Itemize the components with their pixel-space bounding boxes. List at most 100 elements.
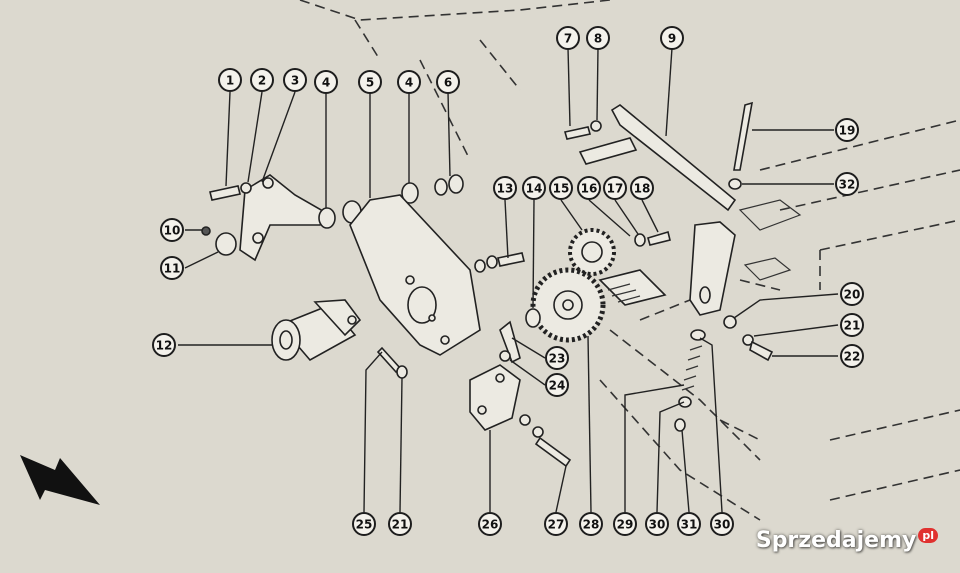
callout-c25: 25 [352, 512, 376, 536]
callout-circle [645, 512, 669, 536]
leader-lines [178, 47, 839, 513]
machine-frame-outline [299, 0, 960, 521]
callout-circle [840, 344, 864, 368]
callout-c28: 28 [579, 512, 603, 536]
callout-label: 7 [564, 32, 572, 46]
callout-circle [152, 333, 176, 357]
callout-c4a: 4 [314, 70, 338, 94]
callout-circle [314, 70, 338, 94]
callout-circle [840, 313, 864, 337]
callout-c24: 24 [545, 373, 569, 397]
callout-c13: 13 [493, 176, 517, 200]
callout-label: 27 [548, 518, 565, 532]
callout-circle [835, 118, 859, 142]
watermark-text: Sprzedajemy [755, 528, 917, 553]
callout-label: 21 [844, 319, 861, 333]
callout-c7: 7 [556, 26, 580, 50]
callout-c14: 14 [522, 176, 546, 200]
callout-circle [613, 512, 637, 536]
sprocket-15 [568, 228, 616, 276]
callout-c30b: 30 [710, 512, 734, 536]
callout-label: 29 [617, 518, 634, 532]
washer-14 [525, 308, 541, 328]
callout-circle [250, 68, 274, 92]
sprocket-28 [530, 267, 606, 343]
callout-circle [710, 512, 734, 536]
callout-circle [352, 512, 376, 536]
callout-label: 18 [634, 182, 651, 196]
callout-circle [579, 512, 603, 536]
callout-c27: 27 [544, 512, 568, 536]
callout-c26: 26 [478, 512, 502, 536]
bolt-27 [519, 414, 572, 468]
callout-c21a: 21 [840, 313, 864, 337]
callout-circle [522, 176, 546, 200]
callout-c16: 16 [577, 176, 601, 200]
callout-circle [493, 176, 517, 200]
callout-circle [283, 68, 307, 92]
callout-c21b: 21 [388, 512, 412, 536]
callout-label: 14 [526, 182, 543, 196]
callout-label: 28 [583, 518, 600, 532]
side-plate [689, 221, 736, 316]
callout-c10: 10 [160, 218, 184, 242]
callout-circle [436, 70, 460, 94]
callout-c12: 12 [152, 333, 176, 357]
spring-29 [674, 329, 706, 432]
callout-label: 13 [497, 182, 514, 196]
callout-label: 8 [594, 32, 602, 46]
callout-circle [549, 176, 573, 200]
callout-label: 30 [649, 518, 666, 532]
callout-circle [218, 68, 242, 92]
callout-circle [586, 26, 610, 50]
callout-circle [545, 346, 569, 370]
callout-label: 10 [164, 224, 181, 238]
pivot-washer-11 [201, 226, 237, 256]
callout-c15: 15 [549, 176, 573, 200]
tensioner-block-26 [469, 320, 521, 431]
callout-c6: 6 [436, 70, 460, 94]
callout-label: 19 [839, 124, 856, 138]
left-bracket [239, 174, 332, 262]
callout-label: 32 [839, 178, 856, 192]
callout-label: 1 [226, 74, 234, 88]
upper-plate-9 [563, 104, 737, 212]
bushings [318, 174, 464, 229]
callout-c2: 2 [250, 68, 274, 92]
callout-label: 4 [405, 76, 413, 90]
callout-label: 25 [356, 518, 373, 532]
callout-label: 4 [322, 76, 330, 90]
callout-circle [544, 512, 568, 536]
callout-c19: 19 [835, 118, 859, 142]
callout-circle [545, 373, 569, 397]
callout-circle [835, 172, 859, 196]
callout-label: 16 [581, 182, 598, 196]
rotation-arrow [20, 455, 100, 505]
callout-c30a: 30 [645, 512, 669, 536]
callout-label: 15 [553, 182, 570, 196]
callout-c18: 18 [630, 176, 654, 200]
shaft-hub [598, 269, 667, 306]
callout-label: 17 [607, 182, 624, 196]
callout-label: 30 [714, 518, 731, 532]
callout-label: 3 [291, 74, 299, 88]
callout-label: 31 [681, 518, 698, 532]
motor-12 [271, 299, 362, 362]
callout-circle [160, 218, 184, 242]
callout-c8: 8 [586, 26, 610, 50]
callout-circle [358, 70, 382, 94]
callout-circle [660, 26, 684, 50]
callout-circle [603, 176, 627, 200]
callout-c29: 29 [613, 512, 637, 536]
bolt-18 [634, 230, 671, 247]
watermark-suffix: pl [918, 528, 938, 543]
callout-circle [577, 176, 601, 200]
callout-label: 11 [164, 262, 181, 276]
bolt-1 [209, 182, 252, 201]
callout-c17: 17 [603, 176, 627, 200]
